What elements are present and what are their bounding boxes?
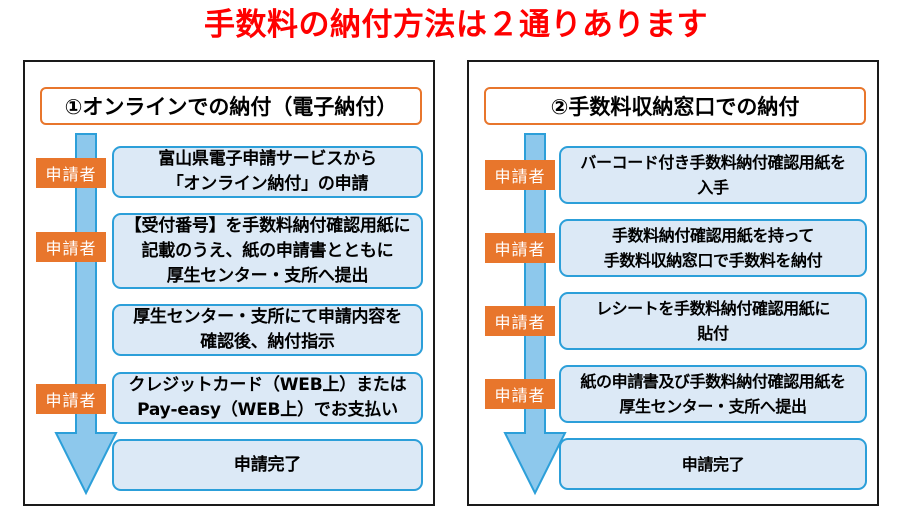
step-line: 申請完了 <box>233 454 302 475</box>
actor-badge-applicant: 申請者 <box>36 384 106 414</box>
step-line: Pay-easy（WEB上）でお支払い <box>137 400 398 420</box>
panel-header-online: ①オンラインでの納付（電子納付） <box>40 87 422 125</box>
step-line: 確認後、納付指示 <box>200 332 335 352</box>
panel-header-counter: ②手数料収納窓口での納付 <box>484 87 866 125</box>
step-line: バーコード付き手数料納付確認用紙を <box>580 153 846 172</box>
step-line: 記載のうえ、紙の申請書とともに <box>141 240 394 261</box>
step-box-online-complete: 申請完了 <box>112 439 423 491</box>
step-line: 厚生センター・支所へ提出 <box>619 397 807 416</box>
step-text: 手数料納付確認用紙を持って 手数料収納窓口で手数料を納付 <box>599 223 827 273</box>
step-box-online-2: 【受付番号】を手数料納付確認用紙に 記載のうえ、紙の申請書とともに 厚生センター… <box>112 213 423 289</box>
step-line: 「オンライン納付」の申請 <box>166 174 369 194</box>
step-box-counter-4: 紙の申請書及び手数料納付確認用紙を 厚生センター・支所へ提出 <box>559 365 867 423</box>
step-line: 手数料納付確認用紙を持って <box>611 226 814 245</box>
step-line: 申請完了 <box>681 454 745 474</box>
actor-badge-applicant: 申請者 <box>36 232 106 262</box>
step-box-counter-1: バーコード付き手数料納付確認用紙を 入手 <box>559 146 867 204</box>
step-box-counter-2: 手数料納付確認用紙を持って 手数料収納窓口で手数料を納付 <box>559 219 867 277</box>
actor-badge-applicant: 申請者 <box>36 158 106 188</box>
step-text: 富山県電子申請サービスから 「オンライン納付」の申請 <box>153 147 381 197</box>
step-line: 入手 <box>697 178 729 197</box>
step-text: レシートを手数料納付確認用紙に 貼付 <box>591 296 835 346</box>
step-text: バーコード付き手数料納付確認用紙を 入手 <box>575 150 850 200</box>
payment-method-panel-counter: ②手数料収納窓口での納付 申請者 バーコード付き手数料納付確認用紙を 入手 申請… <box>467 60 879 506</box>
actor-badge-applicant: 申請者 <box>485 160 555 190</box>
step-line: 厚生センター・支所へ提出 <box>166 265 369 286</box>
step-box-counter-complete: 申請完了 <box>559 438 867 490</box>
step-text: 紙の申請書及び手数料納付確認用紙を 厚生センター・支所へ提出 <box>575 369 850 419</box>
step-text: クレジットカード（WEB上）または Pay-easy（WEB上）でお支払い <box>124 373 412 423</box>
step-line: 【受付番号】を手数料納付確認用紙に <box>124 215 411 236</box>
step-text: 【受付番号】を手数料納付確認用紙に 記載のうえ、紙の申請書とともに 厚生センター… <box>120 214 416 289</box>
step-text: 厚生センター・支所にて申請内容を 確認後、納付指示 <box>128 305 407 355</box>
flow-arrow-down-online <box>54 133 118 505</box>
step-box-online-1: 富山県電子申請サービスから 「オンライン納付」の申請 <box>112 146 423 198</box>
actor-badge-applicant: 申請者 <box>485 379 555 409</box>
actor-badge-applicant: 申請者 <box>485 233 555 263</box>
page-title: 手数料の納付方法は２通りあります <box>204 7 708 43</box>
step-line: 紙の申請書及び手数料納付確認用紙を <box>580 372 846 391</box>
payment-method-panel-online: ①オンラインでの納付（電子納付） 申請者 富山県電子申請サービスから 「オンライ… <box>23 60 435 506</box>
step-line: 手数料収納窓口で手数料を納付 <box>603 251 823 270</box>
step-box-online-3: 厚生センター・支所にて申請内容を 確認後、納付指示 <box>112 304 423 356</box>
step-line: 富山県電子申請サービスから <box>158 149 377 169</box>
step-box-online-4: クレジットカード（WEB上）または Pay-easy（WEB上）でお支払い <box>112 372 423 424</box>
step-line: 貼付 <box>697 324 729 343</box>
step-line: 厚生センター・支所にて申請内容を <box>133 307 402 327</box>
actor-badge-applicant: 申請者 <box>485 306 555 336</box>
step-text: 申請完了 <box>229 453 306 478</box>
step-text: 申請完了 <box>677 452 749 477</box>
step-line: クレジットカード（WEB上）または <box>128 375 407 395</box>
step-box-counter-3: レシートを手数料納付確認用紙に 貼付 <box>559 292 867 350</box>
step-line: レシートを手数料納付確認用紙に <box>595 299 830 318</box>
